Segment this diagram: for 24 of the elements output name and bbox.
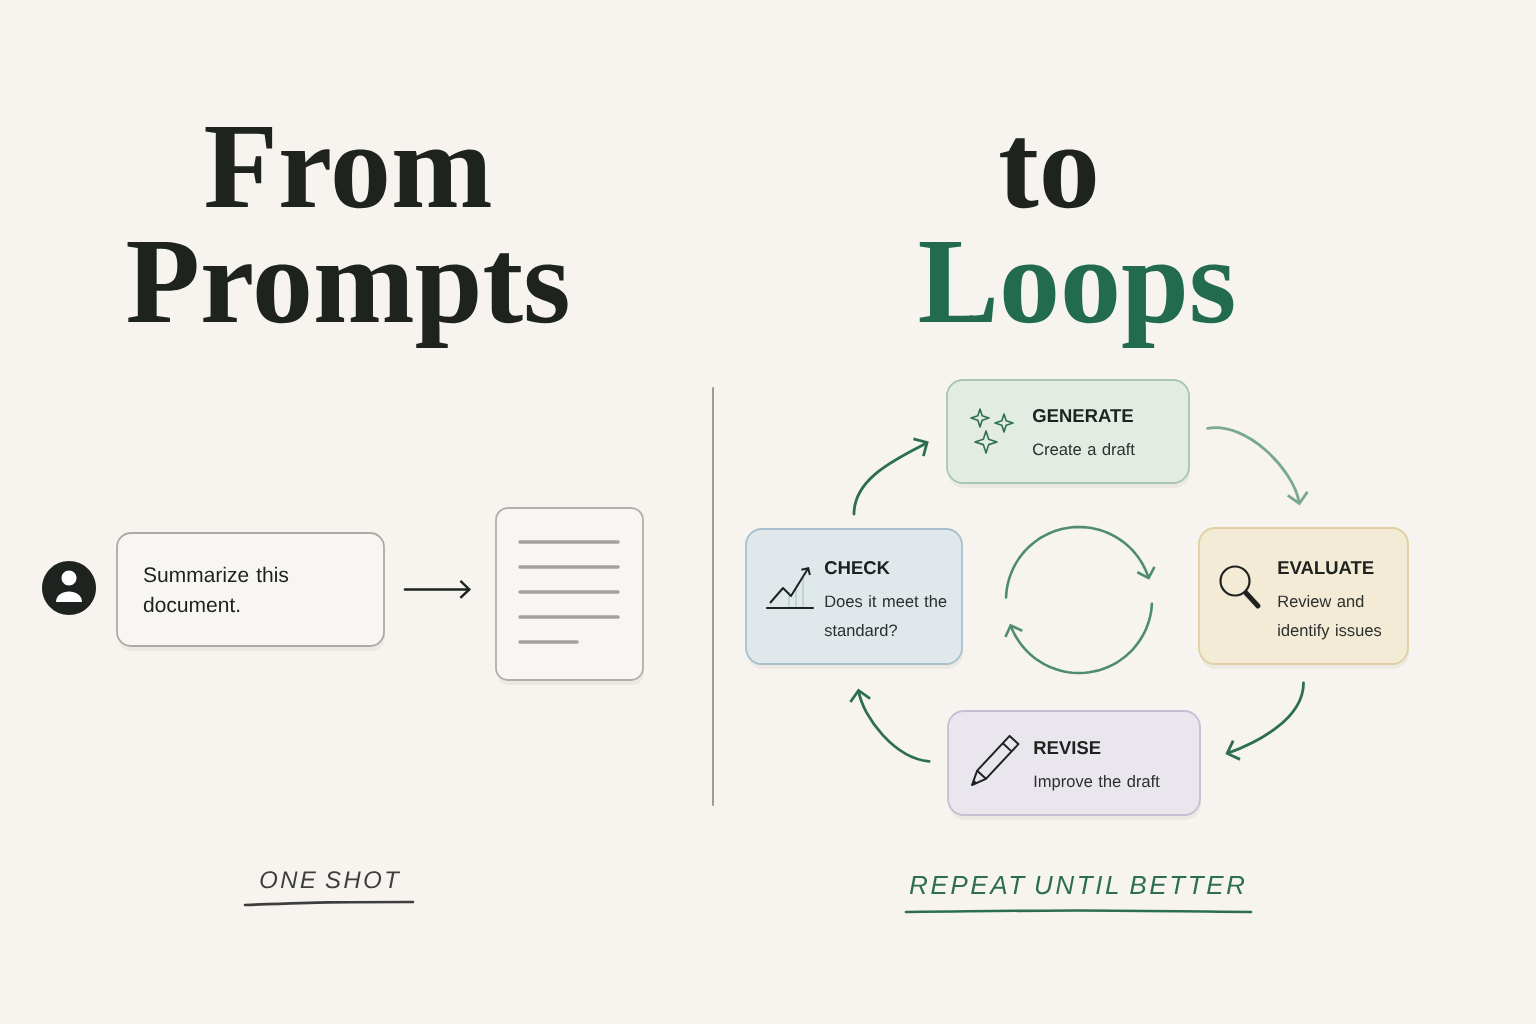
- heading: to: [1000, 138, 1096, 209]
- arrow: [403, 580, 472, 599]
- card-text: Does it meet the standard?: [824, 595, 947, 637]
- card-title: EVALUATE: [1278, 561, 1374, 575]
- step-card: [1198, 527, 1409, 669]
- heading: Loops: [919, 242, 1234, 348]
- card-title: CHECK: [824, 561, 890, 575]
- step-card: [745, 528, 963, 669]
- document-drawing: [495, 507, 644, 685]
- arrow: [849, 688, 931, 763]
- heading: From Prompts: [127, 127, 568, 348]
- card-title: GENERATE: [1032, 409, 1133, 423]
- prompt-box: Summarize this document.: [116, 532, 385, 651]
- card-title: REVISE: [1034, 741, 1101, 755]
- handwritten-caption: REPEAT UNTIL BETTER: [909, 876, 1245, 895]
- arrow: [1206, 426, 1309, 506]
- arrow: [852, 437, 929, 516]
- card-text: Create a draft: [1033, 443, 1135, 456]
- card-text: Review and identify issues: [1278, 595, 1382, 640]
- handwritten-caption: ONE SHOT: [260, 871, 401, 889]
- step-card: [946, 379, 1190, 488]
- card-text: Improve the draft: [1034, 775, 1160, 791]
- step-card: [947, 710, 1201, 820]
- arrow: [1225, 681, 1305, 761]
